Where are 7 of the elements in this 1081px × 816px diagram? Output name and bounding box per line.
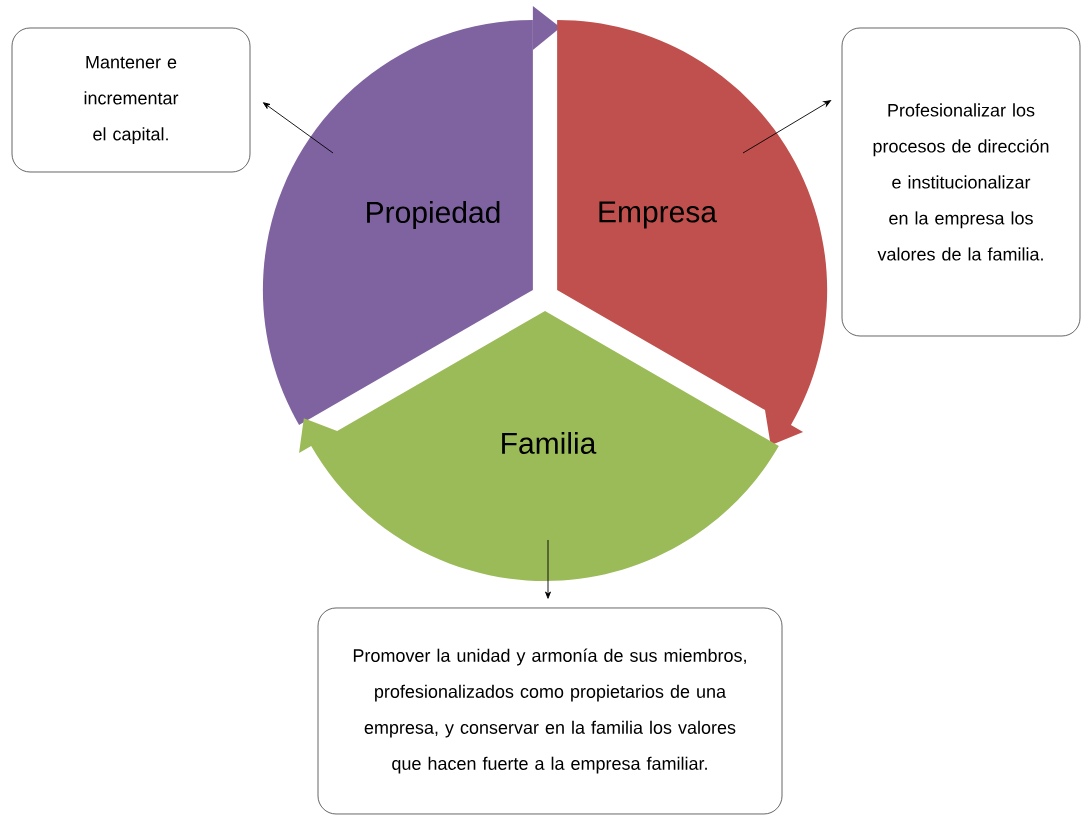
arrow <box>262 102 334 154</box>
arrow <box>742 100 831 154</box>
arrow-segment: Familia <box>299 311 779 582</box>
text-box: Profesionalizar los procesos de dirección e institucionalizar en la empresa los valores de la familia. <box>841 27 1081 337</box>
arrow <box>545 539 551 599</box>
text-box: Promover la unidad y armonía de sus miembros, profesionalizados como propietarios de una empresa, y conservar en la familia los valores que hacen fuerte a la empresa familiar. <box>317 607 783 815</box>
text-box: Mantener e incrementar el capital. <box>11 27 251 173</box>
